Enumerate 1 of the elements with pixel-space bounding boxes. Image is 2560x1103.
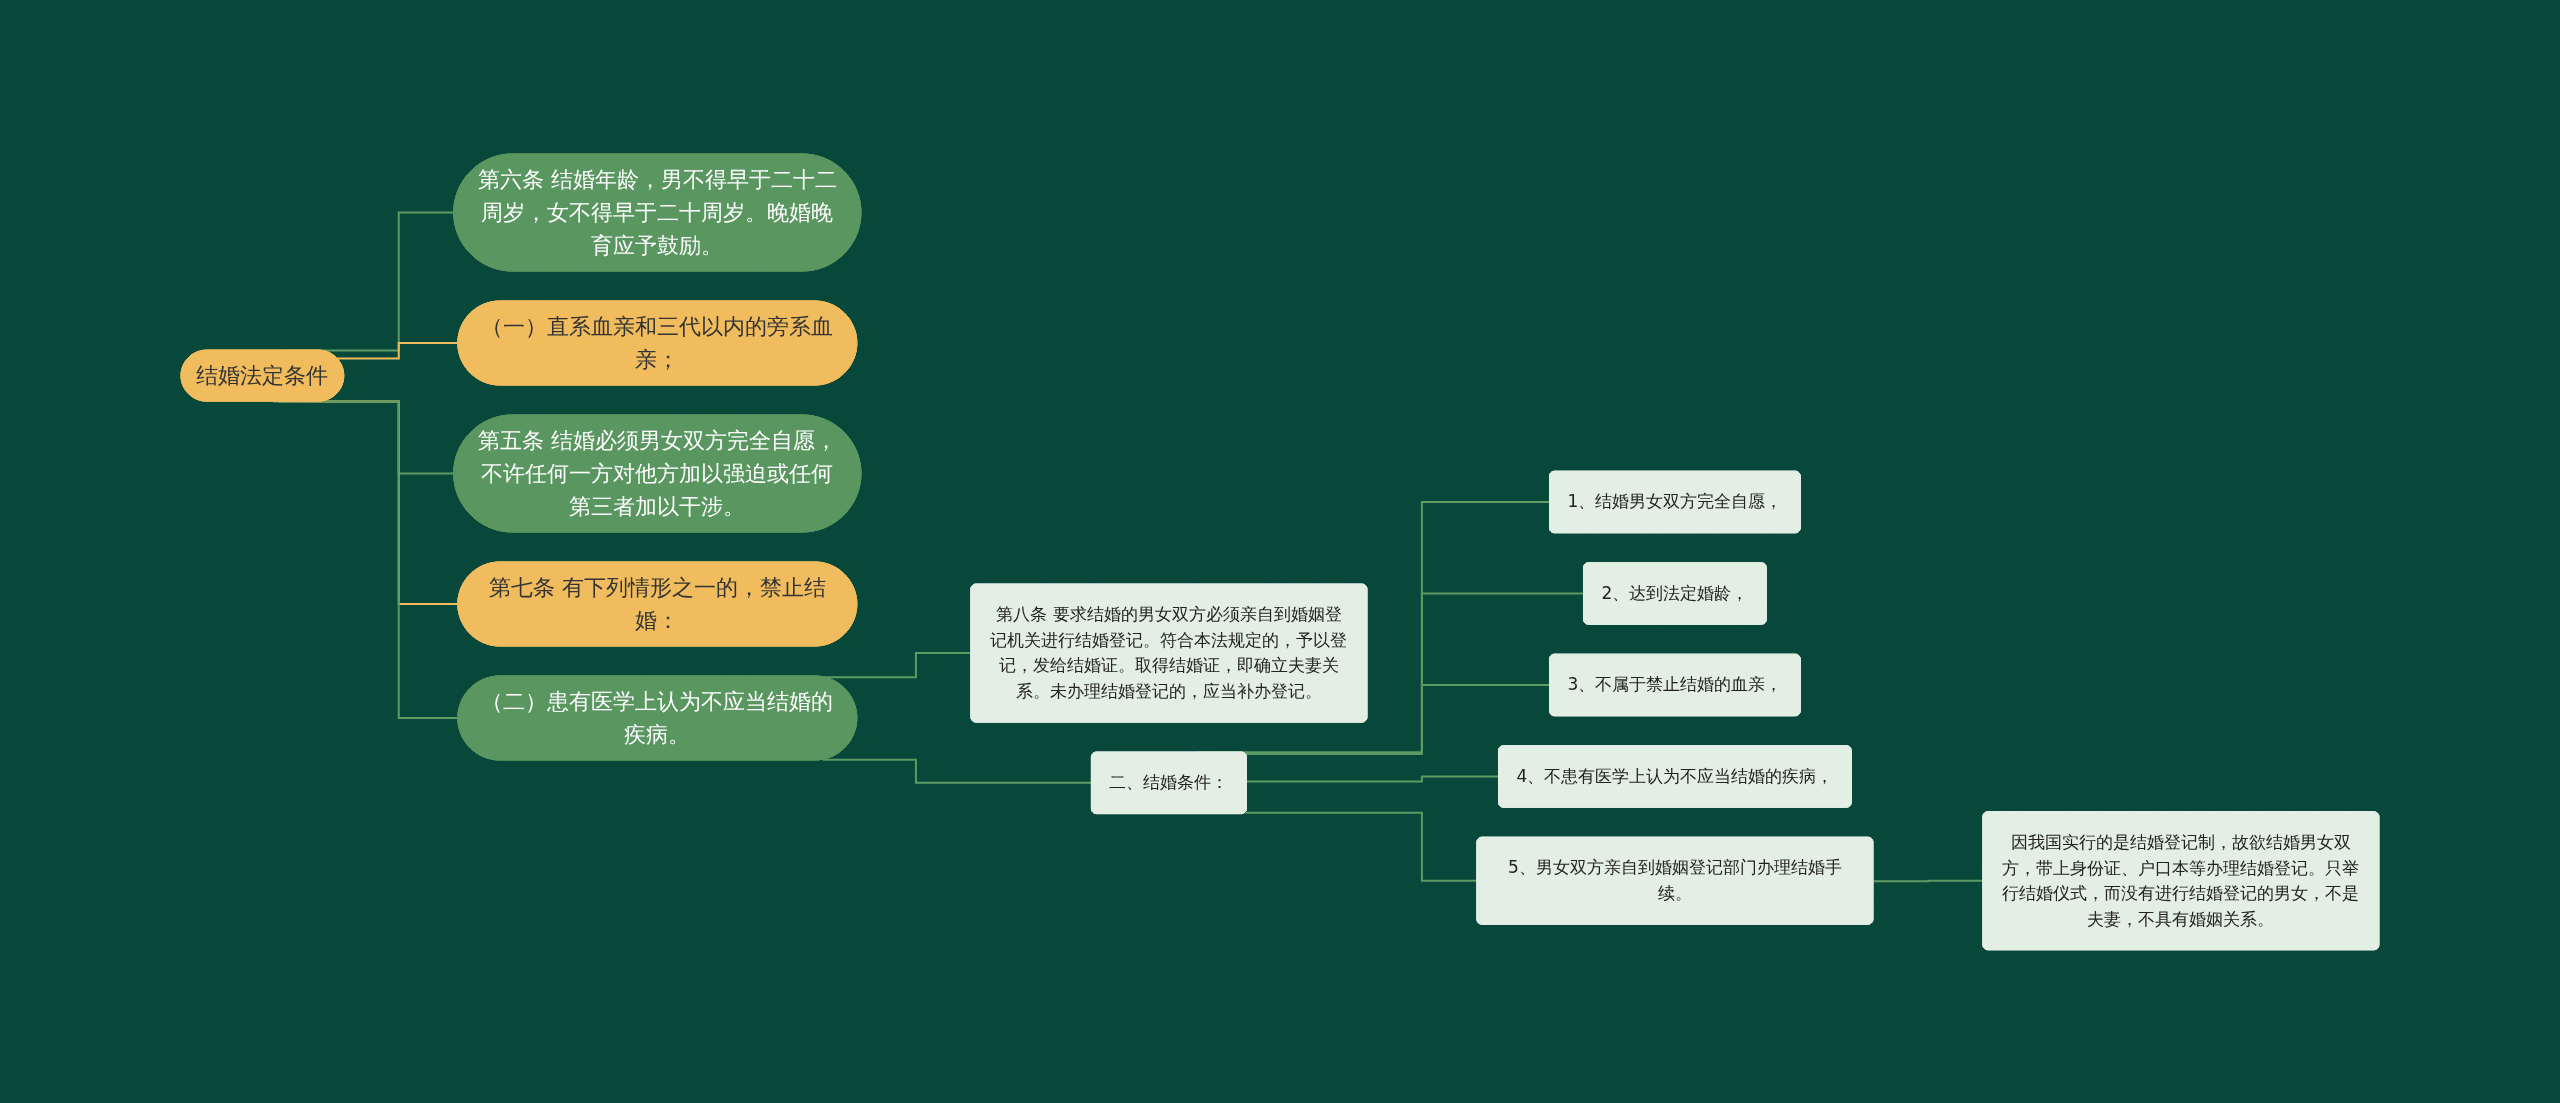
connector — [821, 758, 1093, 784]
